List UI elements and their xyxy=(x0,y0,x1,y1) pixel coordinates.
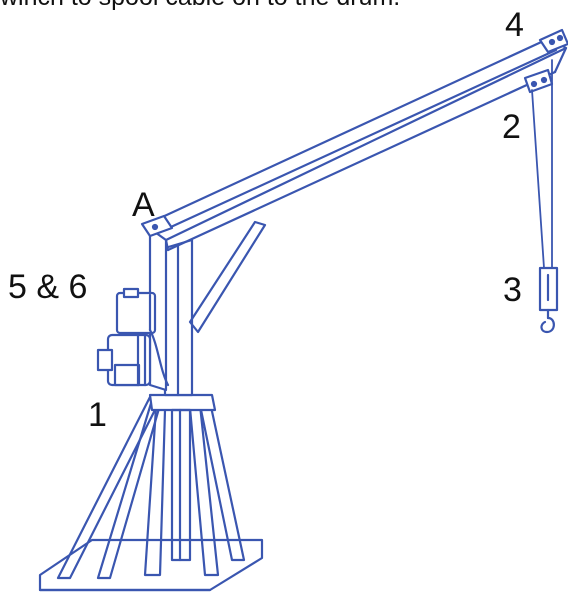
crane-legs xyxy=(56,393,246,580)
label-4: 4 xyxy=(505,6,524,44)
label-2: 2 xyxy=(502,108,521,146)
hoist-cable xyxy=(531,59,553,269)
crane-boom xyxy=(140,28,568,252)
label-5-and-6: 5 & 6 xyxy=(8,268,88,306)
leg-collar xyxy=(148,393,217,412)
hook-block xyxy=(538,266,559,334)
boom-brace xyxy=(188,220,267,334)
winch-assembly xyxy=(96,287,170,387)
label-a: A xyxy=(132,186,155,224)
sheave-bracket xyxy=(523,68,554,94)
label-1: 1 xyxy=(88,396,107,434)
caption-text: winch to spool cable on to the drum. xyxy=(0,0,400,12)
label-3: 3 xyxy=(503,271,522,309)
